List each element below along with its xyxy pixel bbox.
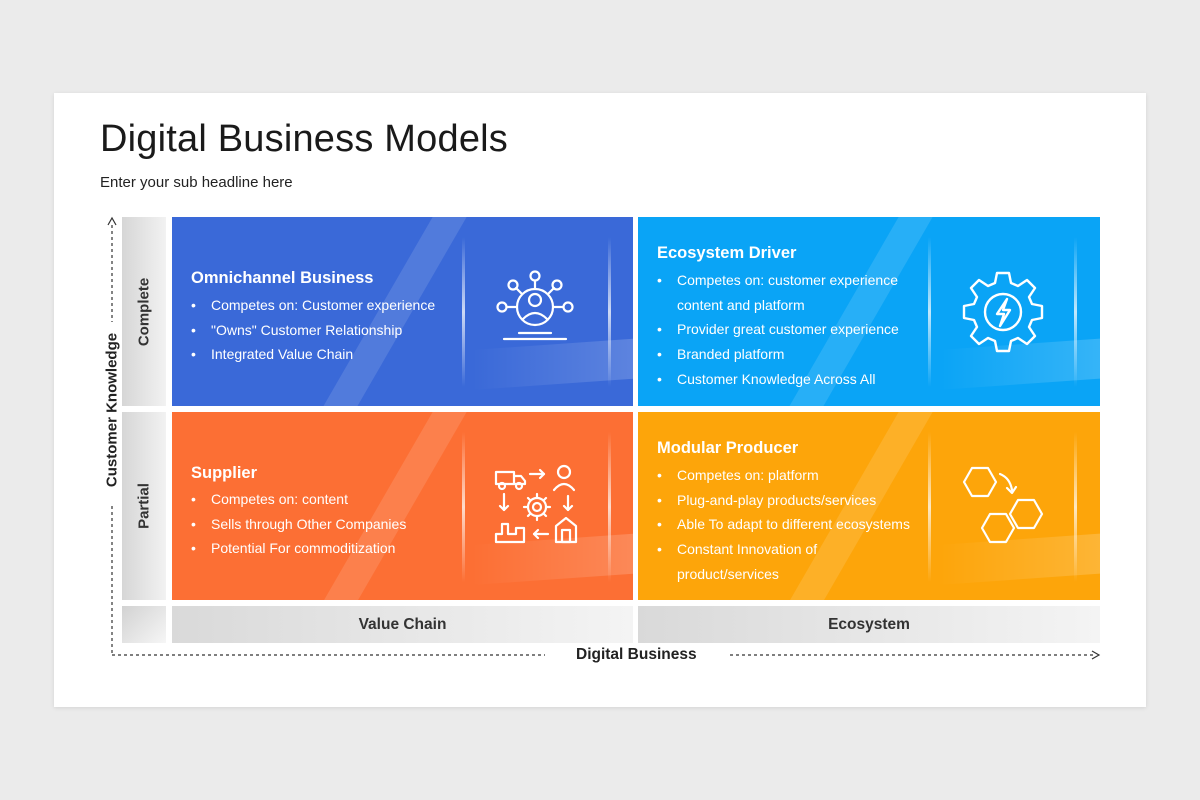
list-item: Competes on: content <box>191 487 406 512</box>
list-item: Potential For commoditization <box>191 536 406 561</box>
list-item: Customer Knowledge Across All <box>657 367 899 392</box>
gear-lightning-icon <box>962 271 1044 353</box>
list-item: Plug-and-play products/services <box>657 488 910 513</box>
row-label-partial: Partial <box>122 412 166 600</box>
list-item: product/services <box>677 565 779 582</box>
quadrant-title: Ecosystem Driver <box>657 244 797 262</box>
quadrant-ecosystem-driver: Ecosystem Driver Competes on: customer e… <box>638 217 1100 406</box>
list-item: Competes on: platform <box>657 463 910 488</box>
list-item: Able To adapt to different ecosystems <box>657 512 910 537</box>
page-subtitle: Enter your sub headline here <box>100 174 293 191</box>
quadrant-modular-producer: Modular Producer Competes on: platform P… <box>638 412 1100 600</box>
hexagon-modules-icon <box>962 466 1044 544</box>
x-axis-arrowhead <box>1091 650 1101 660</box>
list-item: content and platform <box>677 296 805 313</box>
list-item: Integrated Value Chain <box>191 342 435 367</box>
list-item: Competes on: Customer experience <box>191 293 435 318</box>
list-item: Provider great customer experience <box>657 317 899 342</box>
list-item: Competes on: customer experience <box>657 268 899 293</box>
quadrant-omnichannel-business: Omnichannel Business Competes on: Custom… <box>172 217 633 406</box>
list-item: Constant Innovation of <box>657 537 910 562</box>
list-item: Branded platform <box>657 342 899 367</box>
column-label-value-chain: Value Chain <box>172 606 633 643</box>
list-item: Sells through Other Companies <box>191 512 406 537</box>
quadrant-supplier: Supplier Competes on: content Sells thro… <box>172 412 633 600</box>
quadrant-title: Omnichannel Business <box>191 269 374 287</box>
bullet-list: Competes on: platform Plug-and-play prod… <box>657 463 910 587</box>
quadrant-title: Modular Producer <box>657 439 799 457</box>
y-axis-arrowhead <box>107 216 117 226</box>
x-axis-label: Digital Business <box>576 646 697 663</box>
supply-chain-icon <box>494 464 578 544</box>
row-label-complete: Complete <box>122 217 166 406</box>
quadrant-title: Supplier <box>191 464 258 482</box>
corner-cell <box>122 606 166 643</box>
list-item: "Owns" Customer Relationship <box>191 318 435 343</box>
bullet-list: Competes on: Customer experience "Owns" … <box>191 293 435 367</box>
column-label-ecosystem: Ecosystem <box>638 606 1100 643</box>
bullet-list: Competes on: customer experience content… <box>657 268 899 392</box>
y-axis-label: Customer Knowledge <box>103 332 121 488</box>
bullet-list: Competes on: content Sells through Other… <box>191 487 406 561</box>
person-network-icon <box>496 270 574 341</box>
page-title: Digital Business Models <box>100 118 508 160</box>
